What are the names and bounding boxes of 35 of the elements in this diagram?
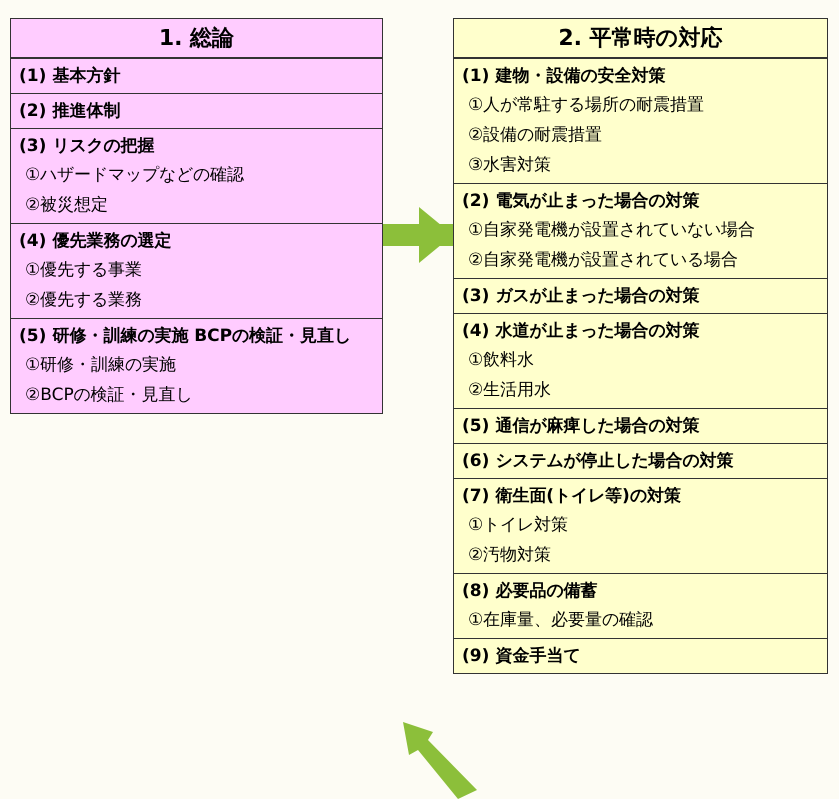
panel-title: 2. 平常時の対応 bbox=[454, 19, 827, 58]
arrow bbox=[383, 207, 453, 263]
section-heading: (3) リスクの把握 bbox=[19, 135, 156, 158]
section-heading: (2) 電気が止まった場合の対策 bbox=[462, 190, 700, 213]
list-item: ②汚物対策 bbox=[467, 544, 552, 567]
list-item: ①研修・訓練の実施 bbox=[24, 354, 178, 377]
section-heading: (2) 推進体制 bbox=[19, 100, 122, 123]
list-item: ③水害対策 bbox=[467, 154, 552, 177]
list-item: ②BCPの検証・見直し bbox=[24, 384, 194, 407]
list-item: ②設備の耐震措置 bbox=[467, 124, 604, 147]
list-item: ②生活用水 bbox=[467, 379, 552, 402]
list-item: ①優先する事業 bbox=[24, 259, 144, 282]
list-item: ②自家発電機が設置されている場合 bbox=[467, 249, 740, 272]
list-item: ①自家発電機が設置されていない場合 bbox=[467, 219, 756, 242]
section-panel bbox=[10, 18, 383, 414]
list-item: ②優先する業務 bbox=[24, 289, 144, 312]
list-item: ①在庫量、必要量の確認 bbox=[467, 609, 654, 632]
section-heading: (5) 通信が麻痺した場合の対策 bbox=[462, 415, 700, 438]
section-heading: (8) 必要品の備蓄 bbox=[462, 580, 598, 603]
list-item: ①ハザードマップなどの確認 bbox=[24, 164, 246, 187]
section-heading: (1) 基本方針 bbox=[19, 65, 122, 88]
section-heading: (6) システムが停止した場合の対策 bbox=[462, 450, 734, 473]
section-heading: (3) ガスが止まった場合の対策 bbox=[462, 285, 700, 308]
section-heading: (7) 衛生面(トイレ等)の対策 bbox=[462, 485, 682, 508]
list-item: ①トイレ対策 bbox=[467, 514, 570, 537]
list-item: ①飲料水 bbox=[467, 349, 536, 372]
panel-title: 1. 総論 bbox=[11, 19, 382, 58]
section-heading: (4) 優先業務の選定 bbox=[19, 230, 172, 253]
section-heading: (1) 建物・設備の安全対策 bbox=[462, 65, 666, 88]
section-heading: (5) 研修・訓練の実施 BCPの検証・見直し bbox=[19, 325, 352, 348]
list-item: ①人が常駐する場所の耐震措置 bbox=[467, 94, 706, 117]
section-panel bbox=[453, 18, 828, 674]
section-heading: (9) 資金手当て bbox=[462, 645, 582, 668]
list-item: ②被災想定 bbox=[24, 194, 110, 217]
section-heading: (4) 水道が止まった場合の対策 bbox=[462, 320, 700, 343]
